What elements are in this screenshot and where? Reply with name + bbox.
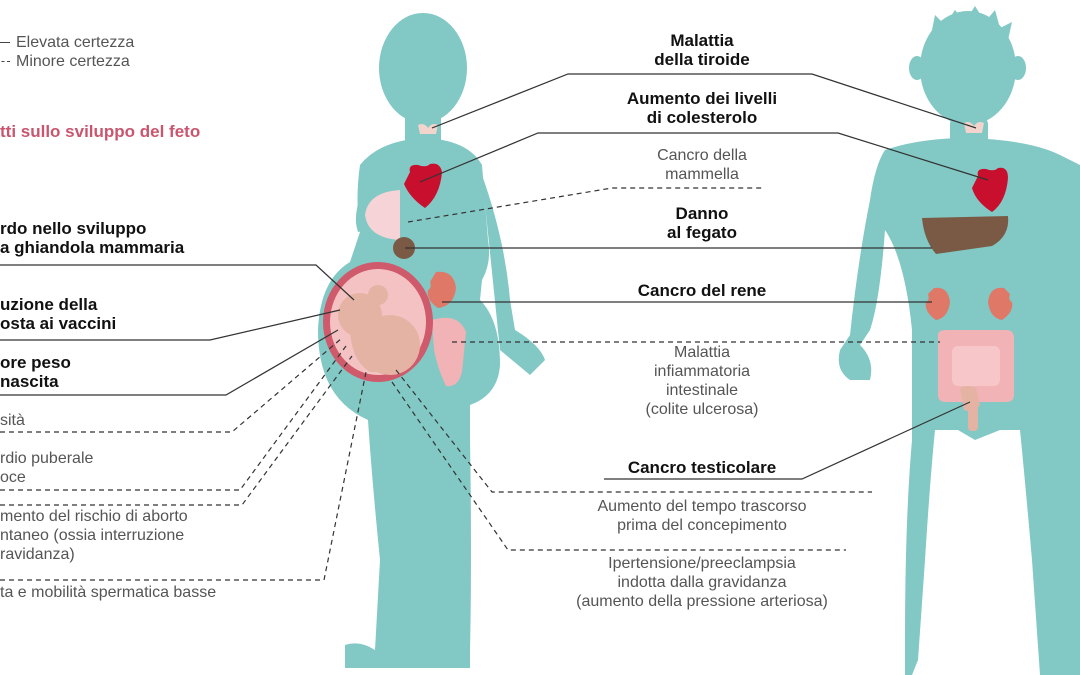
label-line: Malattia <box>670 31 734 50</box>
label-line: oce <box>0 469 26 486</box>
female-intestine <box>432 317 466 387</box>
male-kidney-left <box>925 287 950 320</box>
label-ibd: Malattia infiammatoria intestinale (coli… <box>582 343 822 419</box>
fetus <box>338 285 420 375</box>
connector-lines <box>0 73 989 581</box>
label-line: intestinale <box>665 382 739 399</box>
female-liver <box>393 237 415 259</box>
male-kidney-right <box>988 287 1013 320</box>
female-thyroid <box>418 124 438 134</box>
label-line: Cancro del rene <box>637 281 767 300</box>
female-heart <box>404 163 442 208</box>
label-line: ravidanza) <box>0 546 75 563</box>
label-line: sità <box>0 412 25 429</box>
label-line: rdo nello sviluppo <box>0 219 147 238</box>
label-line: a ghiandola mammaria <box>0 238 185 257</box>
label-line: rdio puberale <box>0 450 94 467</box>
female-organs <box>323 124 466 387</box>
breast-shape <box>365 190 400 240</box>
label-testicular-cancer: Cancro testicolare <box>572 458 832 477</box>
male-intestine <box>938 330 1014 431</box>
label-puberty: rdio puberale oce <box>0 449 93 487</box>
label-mammary-development: rdo nello sviluppo a ghiandola mammaria <box>0 219 184 257</box>
label-line: prima del concepimento <box>617 517 787 534</box>
label-hypertension: Ipertensione/preeclampsia indotta dalla … <box>532 554 872 611</box>
label-line: (colite ulcerosa) <box>645 401 759 418</box>
male-heart <box>972 167 1008 212</box>
label-line: Malattia <box>673 344 731 361</box>
label-line: uzione della <box>0 295 98 314</box>
male-organs <box>922 122 1014 431</box>
label-line: Danno <box>675 204 729 223</box>
label-line: osta ai vaccini <box>0 314 117 333</box>
label-kidney-cancer: Cancro del rene <box>572 281 832 300</box>
legend-low-certainty: Minore certezza <box>0 53 130 71</box>
label-line: Ipertensione/preeclampsia <box>608 555 796 572</box>
label-line: (aumento della pressione arteriosa) <box>576 593 828 610</box>
male-liver <box>922 216 1009 254</box>
label-obesity: sità <box>0 411 25 430</box>
label-line: nascita <box>0 372 59 391</box>
label-line: della tiroide <box>654 50 750 69</box>
label-line: mammella <box>665 166 739 183</box>
label-line: Cancro testicolare <box>627 458 777 477</box>
label-line: ntaneo (ossia interruzione <box>0 527 185 544</box>
label-line: ore peso <box>0 353 71 372</box>
solid-line-swatch <box>0 42 10 44</box>
label-line: Aumento del tempo trascorso <box>597 498 807 515</box>
legend-high-certainty: Elevata certezza <box>0 34 134 52</box>
label-line: di colesterolo <box>646 108 758 127</box>
label-liver-damage: Danno al fegato <box>592 204 812 242</box>
label-thyroid: Malattia della tiroide <box>592 31 812 69</box>
label-vaccine-response: uzione della osta ai vaccini <box>0 295 116 333</box>
female-kidney <box>427 271 456 308</box>
label-line: Cancro della <box>657 147 747 164</box>
label-miscarriage: mento del rischio di aborto ntaneo (ossi… <box>0 507 188 564</box>
label-line: al fegato <box>667 223 737 242</box>
label-conception-time: Aumento del tempo trascorso prima del co… <box>552 497 852 535</box>
dashed-line-swatch <box>0 61 10 63</box>
fetal-effects-title: tti sullo sviluppo del feto <box>0 122 201 141</box>
label-line: infiammatoria <box>653 363 751 380</box>
label-line: mento del rischio di aborto <box>0 508 188 525</box>
label-breast-cancer: Cancro della mammella <box>592 146 812 184</box>
label-sperm: ta e mobilità spermatica basse <box>0 583 216 602</box>
label-birth-weight: ore peso nascita <box>0 353 71 391</box>
label-line: indotta dalla gravidanza <box>617 574 787 591</box>
label-cholesterol: Aumento dei livelli di colesterolo <box>572 89 832 127</box>
label-line: ta e mobilità spermatica basse <box>0 584 217 601</box>
label-line: Aumento dei livelli <box>626 89 778 108</box>
